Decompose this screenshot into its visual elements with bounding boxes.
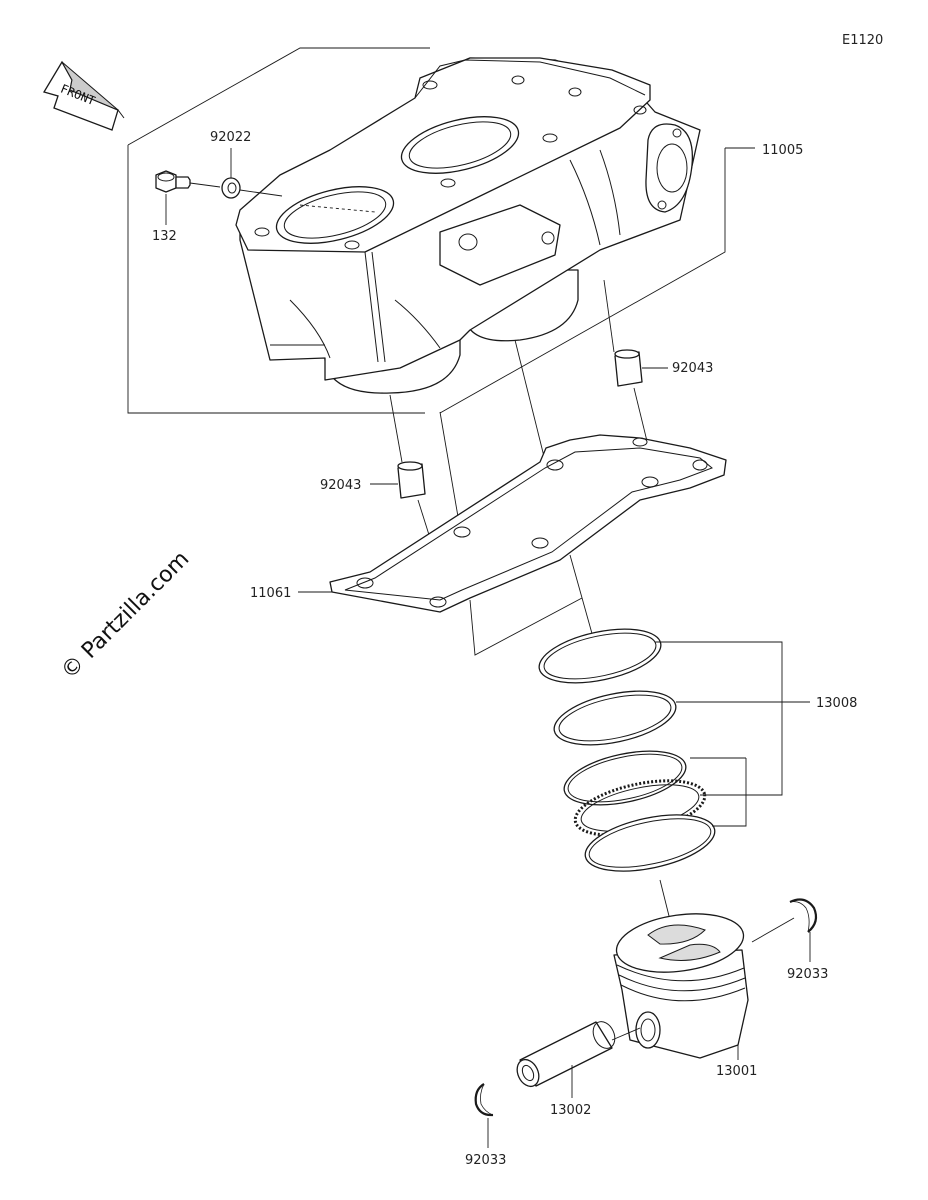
callout-piston-pin: 13002 xyxy=(550,1103,591,1118)
circlip-left xyxy=(474,1083,494,1117)
assembly-box-left xyxy=(127,145,425,414)
piston-ring-second xyxy=(553,690,677,746)
assembly-box-right xyxy=(439,148,726,414)
oil-ring-rail-lower xyxy=(584,814,716,872)
piston-ring-top xyxy=(538,628,662,684)
leader-ring-box xyxy=(469,597,583,656)
dowel-lower xyxy=(397,461,426,499)
callout-ring-set: 13008 xyxy=(816,696,857,711)
washer-92022 xyxy=(221,177,241,199)
oil-ring-rail-upper xyxy=(563,750,687,806)
cylinder-base-gasket xyxy=(329,434,727,613)
leader-ring-set xyxy=(655,641,783,796)
piston-pin xyxy=(516,1021,616,1088)
callout-dowel-upper: 92043 xyxy=(672,361,713,376)
watermark: © Partzilla.com xyxy=(57,547,195,685)
callout-circlip-right: 92033 xyxy=(787,967,828,982)
dowel-upper xyxy=(614,349,643,387)
callout-dowel-lower: 92043 xyxy=(320,478,361,493)
callout-cylinder: 11005 xyxy=(762,143,803,158)
front-arrow-icon: FRONT xyxy=(43,60,125,131)
assembly-box-top xyxy=(127,47,430,146)
piston xyxy=(613,913,749,1059)
callout-washer: 92022 xyxy=(210,130,251,145)
cylinder-block xyxy=(235,57,701,394)
callout-bolt: 132 xyxy=(152,229,177,244)
callout-piston: 13001 xyxy=(716,1064,757,1079)
circlip-right xyxy=(789,898,818,933)
callout-circlip-left: 92033 xyxy=(465,1153,506,1168)
callout-gasket: 11061 xyxy=(250,586,291,601)
bolt-132 xyxy=(155,170,191,193)
diagram-code: E1120 xyxy=(842,33,883,48)
